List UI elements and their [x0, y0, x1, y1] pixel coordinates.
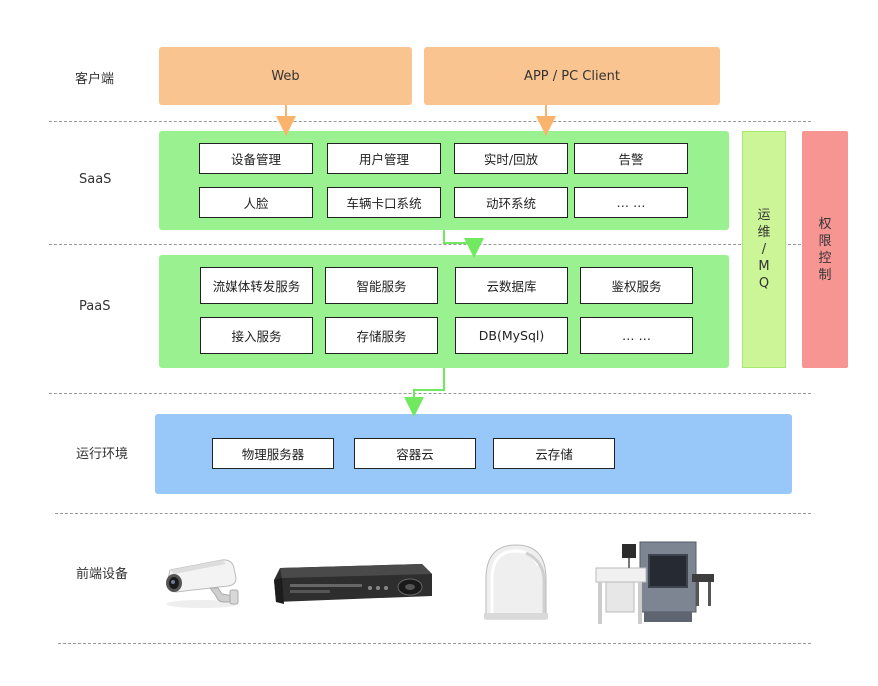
ops-mq-char: /: [761, 242, 767, 257]
paas-item-media-forwarding: 流媒体转发服务: [200, 267, 313, 304]
runtime-item-cloud-storage: 云存储: [493, 438, 615, 469]
access-control-char: 权: [818, 216, 832, 232]
saas-item-live-playback: 实时/回放: [454, 143, 568, 174]
radar-sensor-icon: [484, 544, 548, 620]
paas-to-runtime-arrow: [404, 368, 445, 417]
paas-item-more: … …: [580, 317, 693, 354]
runtime-item-physical-server: 物理服务器: [212, 438, 334, 469]
saas-item-face: 人脸: [199, 187, 313, 218]
web-client-box: Web: [159, 47, 412, 105]
saas-item-device-management: 设备管理: [199, 143, 313, 174]
paas-item-cloud-database: 云数据库: [455, 267, 568, 304]
runtime-layer-label: 运行环境: [76, 447, 129, 462]
paas-layer-label: PaaS: [79, 299, 111, 314]
saas-item-alarm: 告警: [574, 143, 688, 174]
paas-item-intelligent-service: 智能服务: [325, 267, 438, 304]
ops-mq-char: 维: [757, 225, 771, 240]
separator-line: [49, 121, 811, 122]
access-control-char: 控: [818, 250, 832, 266]
paas-item-access-service: 接入服务: [200, 317, 313, 354]
saas-item-environment-monitoring: 动环系统: [454, 187, 568, 218]
separator-line: [49, 244, 811, 245]
separator-line: [55, 513, 811, 514]
paas-item-storage-service: 存储服务: [325, 317, 438, 354]
paas-item-auth-service: 鉴权服务: [580, 267, 693, 304]
ops-mq-panel: 运 维 / M Q: [742, 131, 786, 368]
runtime-item-container-cloud: 容器云: [354, 438, 476, 469]
saas-item-more: … …: [574, 187, 688, 218]
ops-mq-char: Q: [758, 276, 770, 291]
nvr-recorder-icon: [274, 564, 432, 604]
xray-scanner-icon: [595, 541, 714, 624]
saas-item-user-management: 用户管理: [327, 143, 441, 174]
access-control-char: 限: [818, 233, 832, 249]
saas-item-vehicle-checkpoint: 车辆卡口系统: [327, 187, 441, 218]
separator-line: [58, 643, 811, 644]
separator-line: [49, 393, 811, 394]
app-pc-client-box: APP / PC Client: [424, 47, 720, 105]
access-control-char: 制: [818, 267, 832, 283]
client-layer-label: 客户端: [75, 72, 115, 87]
camera-icon: [166, 559, 239, 608]
ops-mq-char: 运: [757, 208, 771, 223]
ops-mq-char: M: [758, 259, 770, 274]
frontend-layer-label: 前端设备: [76, 567, 129, 582]
saas-to-paas-arrow: [443, 230, 484, 258]
saas-layer-label: SaaS: [79, 172, 112, 187]
paas-item-mysql-db: DB(MySql): [455, 317, 568, 354]
access-control-panel: 权 限 控 制: [802, 131, 848, 368]
